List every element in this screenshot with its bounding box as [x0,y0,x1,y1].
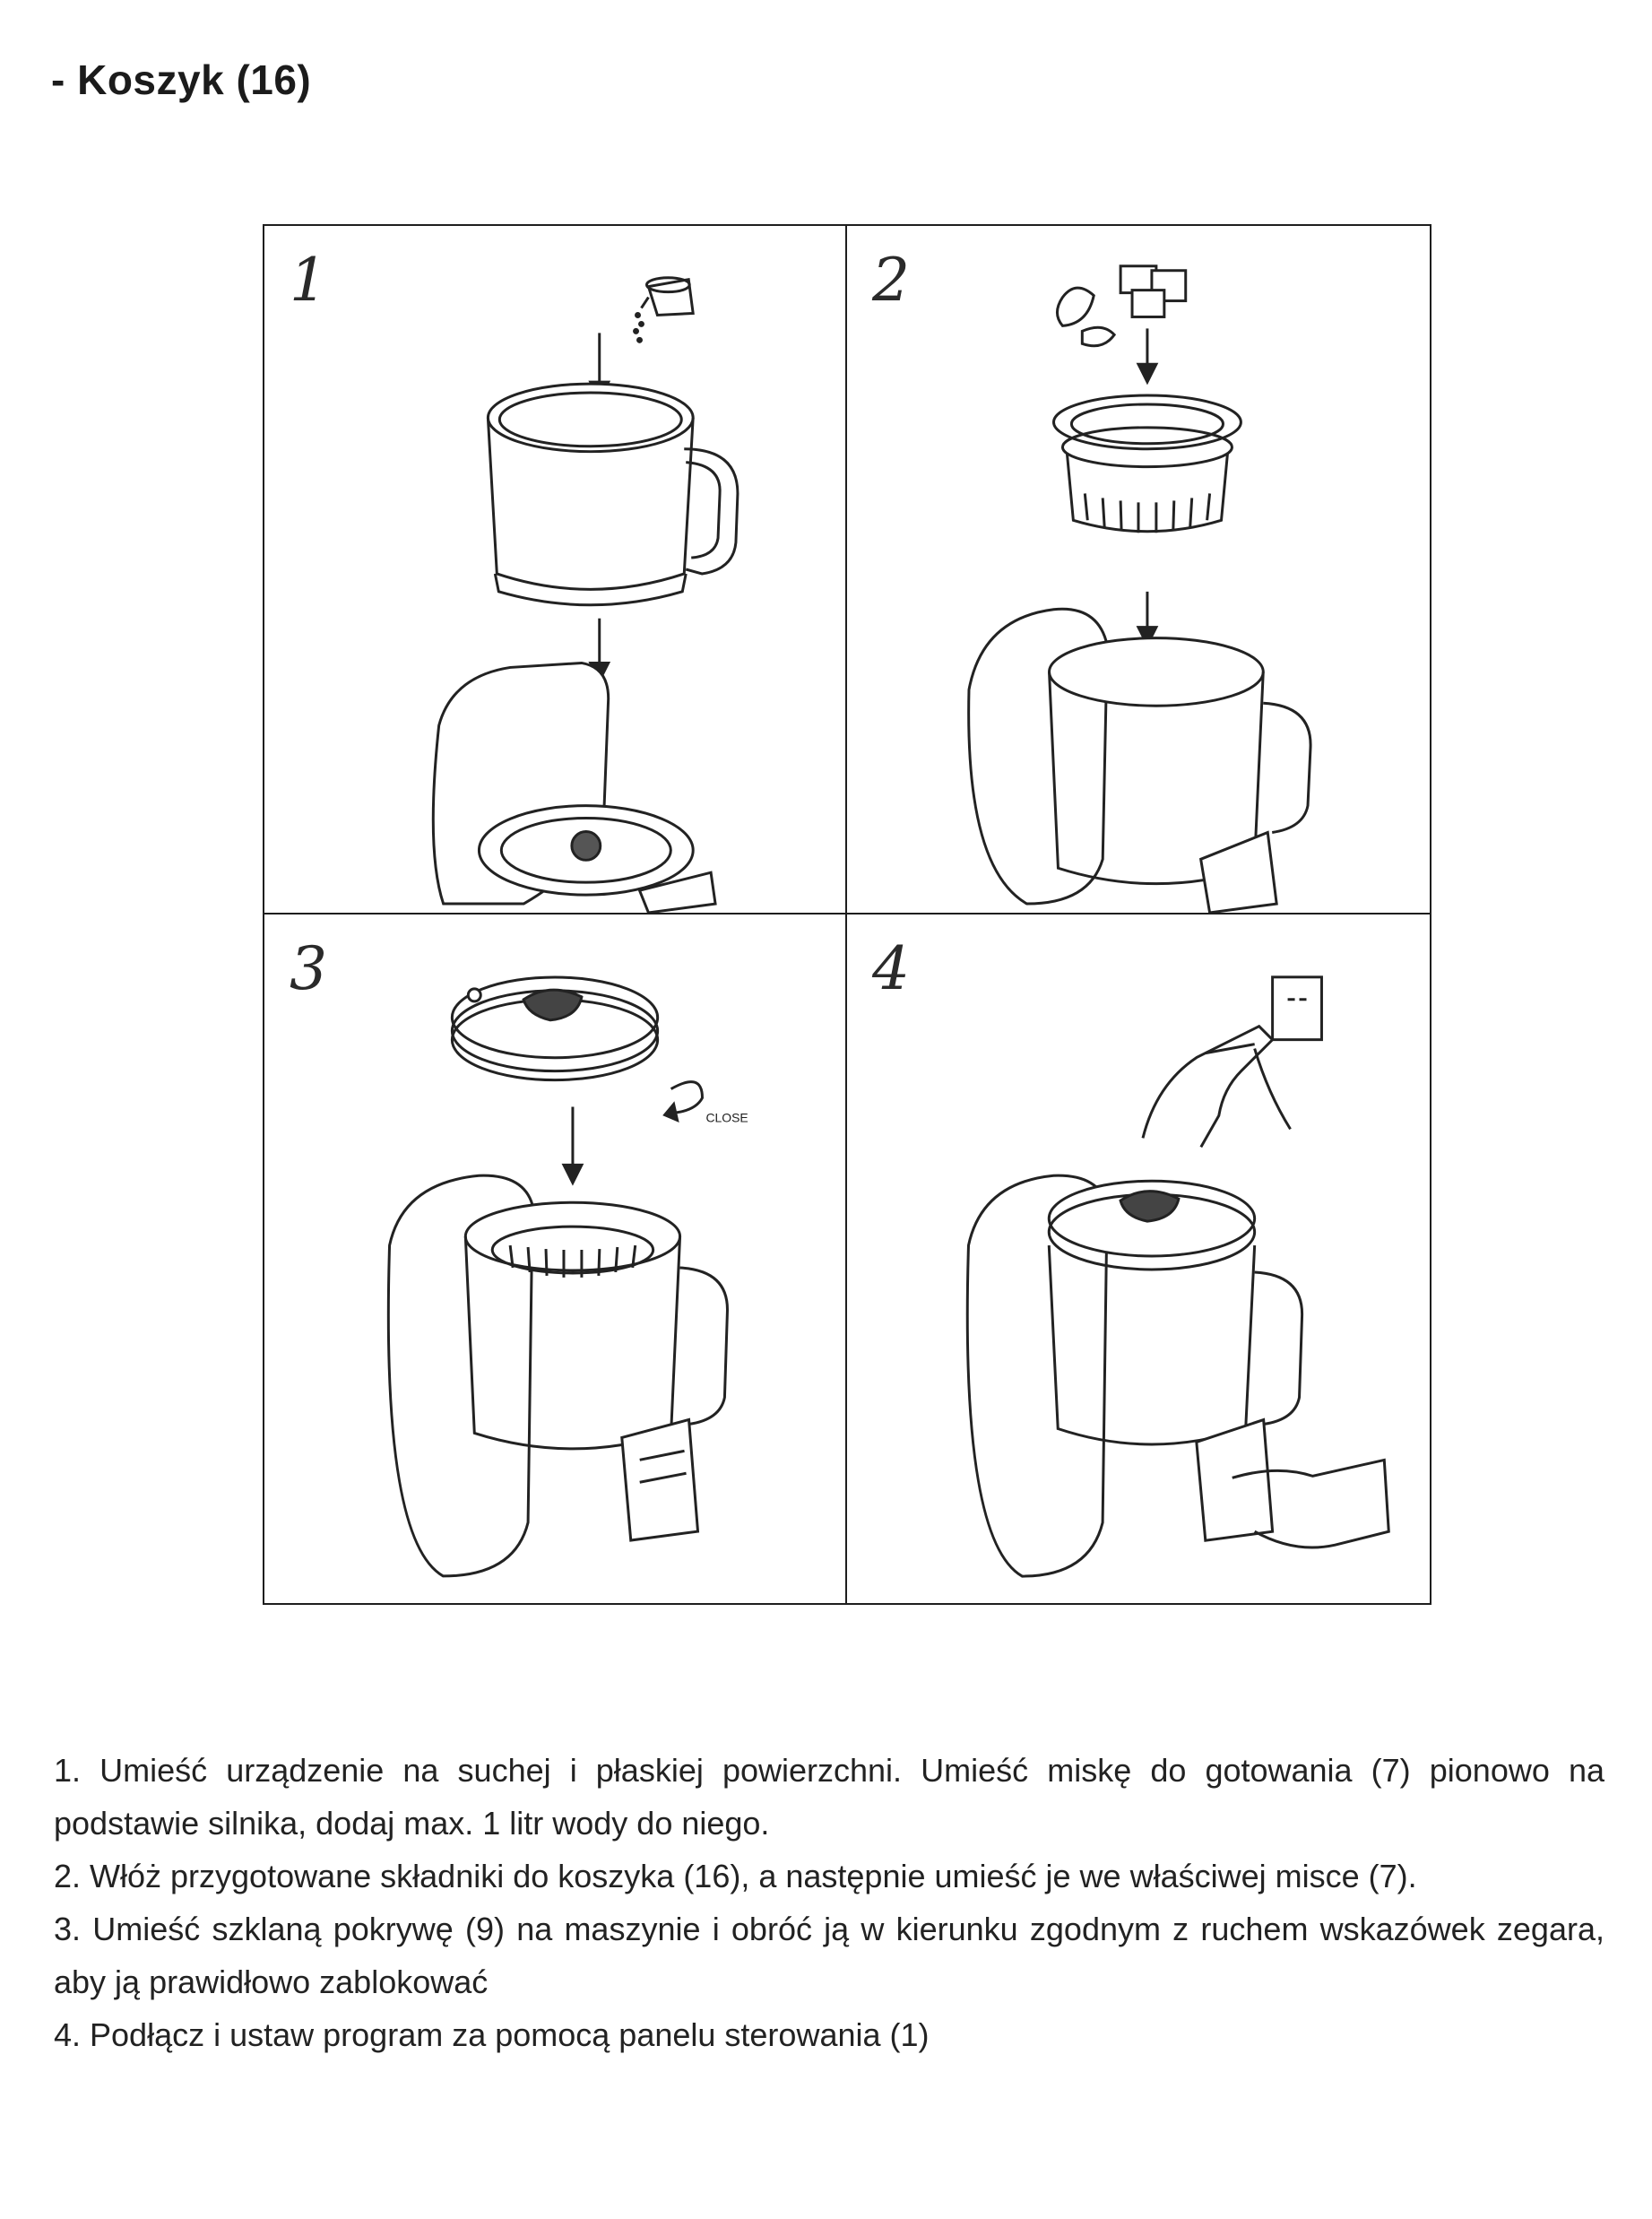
illustration-grid: 1 [263,224,1431,1605]
instruction-step-2: 2. Włóż przygotowane składniki do koszyk… [54,1858,1417,1894]
ingredients-icon [1055,264,1188,348]
down-arrow-icon [561,1106,584,1186]
appliance-with-lid [965,1174,1304,1578]
hand-plugging-icon [1141,1024,1292,1149]
step-number: 1 [290,246,327,315]
appliance-with-basket [386,1174,729,1578]
instruction-step-4: 4. Podłącz i ustaw program za pomocą pan… [54,2016,930,2053]
instruction-step-1: 1. Umieść urządzenie na suchej i płaskie… [54,1752,1604,1842]
motor-base [431,661,717,913]
cooking-bowl [486,382,740,607]
step-panel-2: 2 [847,226,1430,914]
close-label: CLOSE [705,1110,748,1124]
down-arrow-icon [1136,591,1159,648]
instructions-list: 1. Umieść urządzenie na suchej i płaskie… [54,1744,1604,2061]
step-number: 3 [290,934,327,1003]
step-number: 2 [872,246,910,315]
wall-socket-icon [1271,975,1323,1042]
step-panel-1: 1 [264,226,847,914]
steam-basket [1052,394,1242,533]
step-panel-4: 4 [847,914,1430,1603]
finger-press-icon [1232,1458,1390,1549]
step-number: 4 [872,934,910,1003]
rotate-arrow-icon [662,1080,704,1123]
step-2-illustration [967,264,1312,913]
step-4-illustration [965,975,1390,1578]
water-cup-icon [633,276,695,343]
instruction-step-3: 3. Umieść szklaną pokrywę (9) na maszyni… [54,1911,1604,2000]
step-1-illustration [431,276,740,913]
step-3-illustration: CLOSE [386,975,748,1578]
step-panel-3: 3 CLOSE [264,914,847,1603]
down-arrow-icon [1136,328,1159,386]
page-heading: - Koszyk (16) [51,56,312,103]
glass-lid [450,975,660,1082]
appliance-with-bowl [967,607,1312,913]
